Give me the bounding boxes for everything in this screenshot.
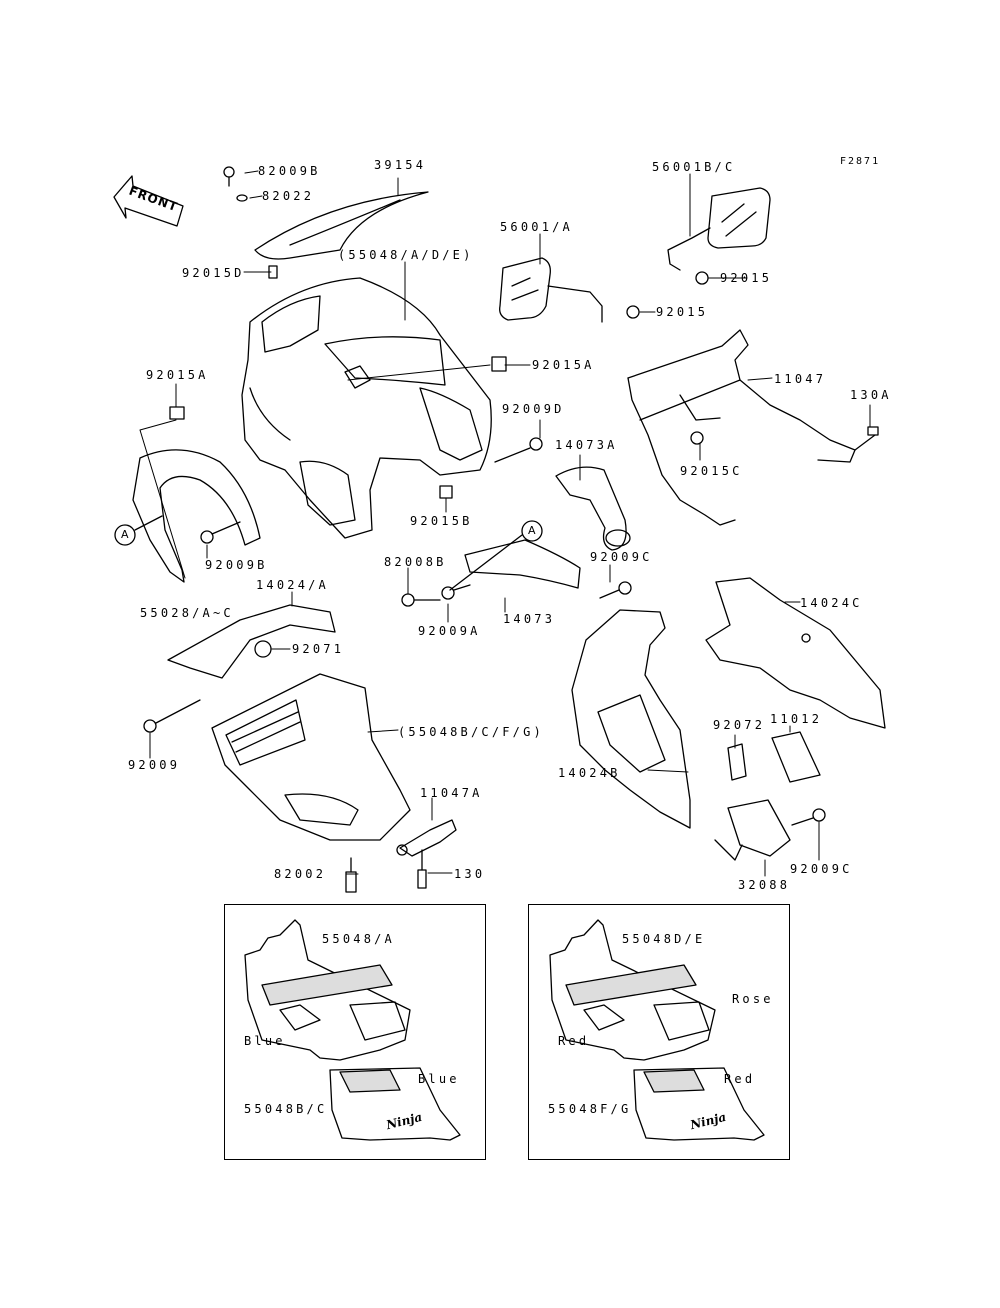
part-label: 130: [454, 867, 486, 881]
part-82002-bolt: [345, 857, 357, 893]
inset-right-lower-part: 55048F/G: [548, 1102, 632, 1116]
part-92009-screw: [143, 699, 201, 733]
part-label: 14024/A: [256, 578, 329, 592]
part-14024b-inner-panel: [571, 581, 691, 829]
part-label: 92009: [128, 758, 181, 772]
part-55048-upper-cowl: [241, 277, 492, 539]
part-label: 55028/A~C: [140, 606, 234, 620]
part-39154-strip: [223, 166, 429, 279]
part-92015a-clip-center: [491, 356, 507, 372]
part-label: 92009D: [502, 402, 565, 416]
part-label: 82009B: [258, 164, 321, 178]
inset-left-lower-color: Blue: [418, 1072, 460, 1086]
part-92009c-screw-bottom: [791, 808, 826, 826]
part-label: 56001B/C: [652, 160, 736, 174]
part-label: 11047: [774, 372, 827, 386]
inset-right-drawing: [549, 919, 765, 1141]
part-label: (55048B/C/F/G): [398, 725, 544, 739]
inset-box-right: [528, 904, 790, 1160]
ref-marker-a-left: [114, 524, 136, 546]
part-92009b-screw-mid: [200, 521, 241, 544]
part-14024c-panel: [705, 577, 886, 729]
part-11047-bracket: [627, 329, 879, 526]
part-55028-inner-cover: [132, 449, 261, 583]
part-92015a-clip-left: [169, 406, 185, 420]
part-label: 92015A: [146, 368, 209, 382]
part-label: 92015: [656, 305, 709, 319]
ref-marker-a-center-text: A: [528, 524, 536, 537]
part-label: 92009C: [790, 862, 853, 876]
part-label: 14024C: [800, 596, 863, 610]
part-14073a-duct: [555, 466, 631, 551]
part-92009d-screw: [494, 437, 543, 463]
part-32088-duct: [714, 799, 791, 861]
part-label: 92015D: [182, 266, 245, 280]
part-label: 14073: [503, 612, 556, 626]
part-label: 82002: [274, 867, 327, 881]
ref-marker-a-left-text: A: [121, 528, 129, 541]
part-label: 92015B: [410, 514, 473, 528]
part-56001a-mirror: [499, 257, 640, 323]
inset-left-lower-part: 55048B/C: [244, 1102, 328, 1116]
leader-lines: [139, 170, 871, 877]
part-label: 32088: [738, 878, 791, 892]
part-92072-clip: [727, 743, 747, 781]
part-92015b-clip: [439, 485, 453, 499]
part-label: 92015C: [680, 464, 743, 478]
part-label: 92009B: [205, 558, 268, 572]
part-14073-duct: [401, 539, 581, 607]
part-label: 92071: [292, 642, 345, 656]
inset-right-stripe-color: Rose: [732, 992, 774, 1006]
part-label: 130A: [850, 388, 892, 402]
part-55048b-lower-cowl: [211, 673, 411, 841]
part-label: 11047A: [420, 786, 483, 800]
part-11012-cover: [771, 731, 821, 783]
part-label: 92009A: [418, 624, 481, 638]
figure-code: F2871: [840, 156, 881, 167]
part-label: 39154: [374, 158, 427, 172]
inset-right-upper-part: 55048D/E: [622, 932, 706, 946]
part-label: 92015: [720, 271, 773, 285]
front-arrow-icon: [113, 175, 184, 227]
part-11047a-bracket: [396, 819, 457, 857]
part-label: 92015A: [532, 358, 595, 372]
part-label: (55048/A/D/E): [338, 248, 474, 262]
inset-box-left: [224, 904, 486, 1160]
inset-left-upper-part: 55048/A: [322, 932, 395, 946]
part-label: 82022: [262, 189, 315, 203]
part-130-bolt: [417, 849, 427, 889]
part-label: 82008B: [384, 555, 447, 569]
part-56001bc-mirror: [667, 187, 771, 285]
part-label: 11012: [770, 712, 823, 726]
ref-marker-a-center: [521, 520, 543, 542]
inset-right-lower-color: Red: [724, 1072, 756, 1086]
part-label: 92009C: [590, 550, 653, 564]
inset-left-upper-color: Blue: [244, 1034, 286, 1048]
part-label: 14024B: [558, 766, 621, 780]
part-14024a-panel: [167, 604, 336, 679]
part-label: 14073A: [555, 438, 618, 452]
part-label: 56001/A: [500, 220, 573, 234]
inset-left-drawing: [244, 919, 461, 1141]
inset-right-upper-color: Red: [558, 1034, 590, 1048]
part-label: 92072: [713, 718, 766, 732]
